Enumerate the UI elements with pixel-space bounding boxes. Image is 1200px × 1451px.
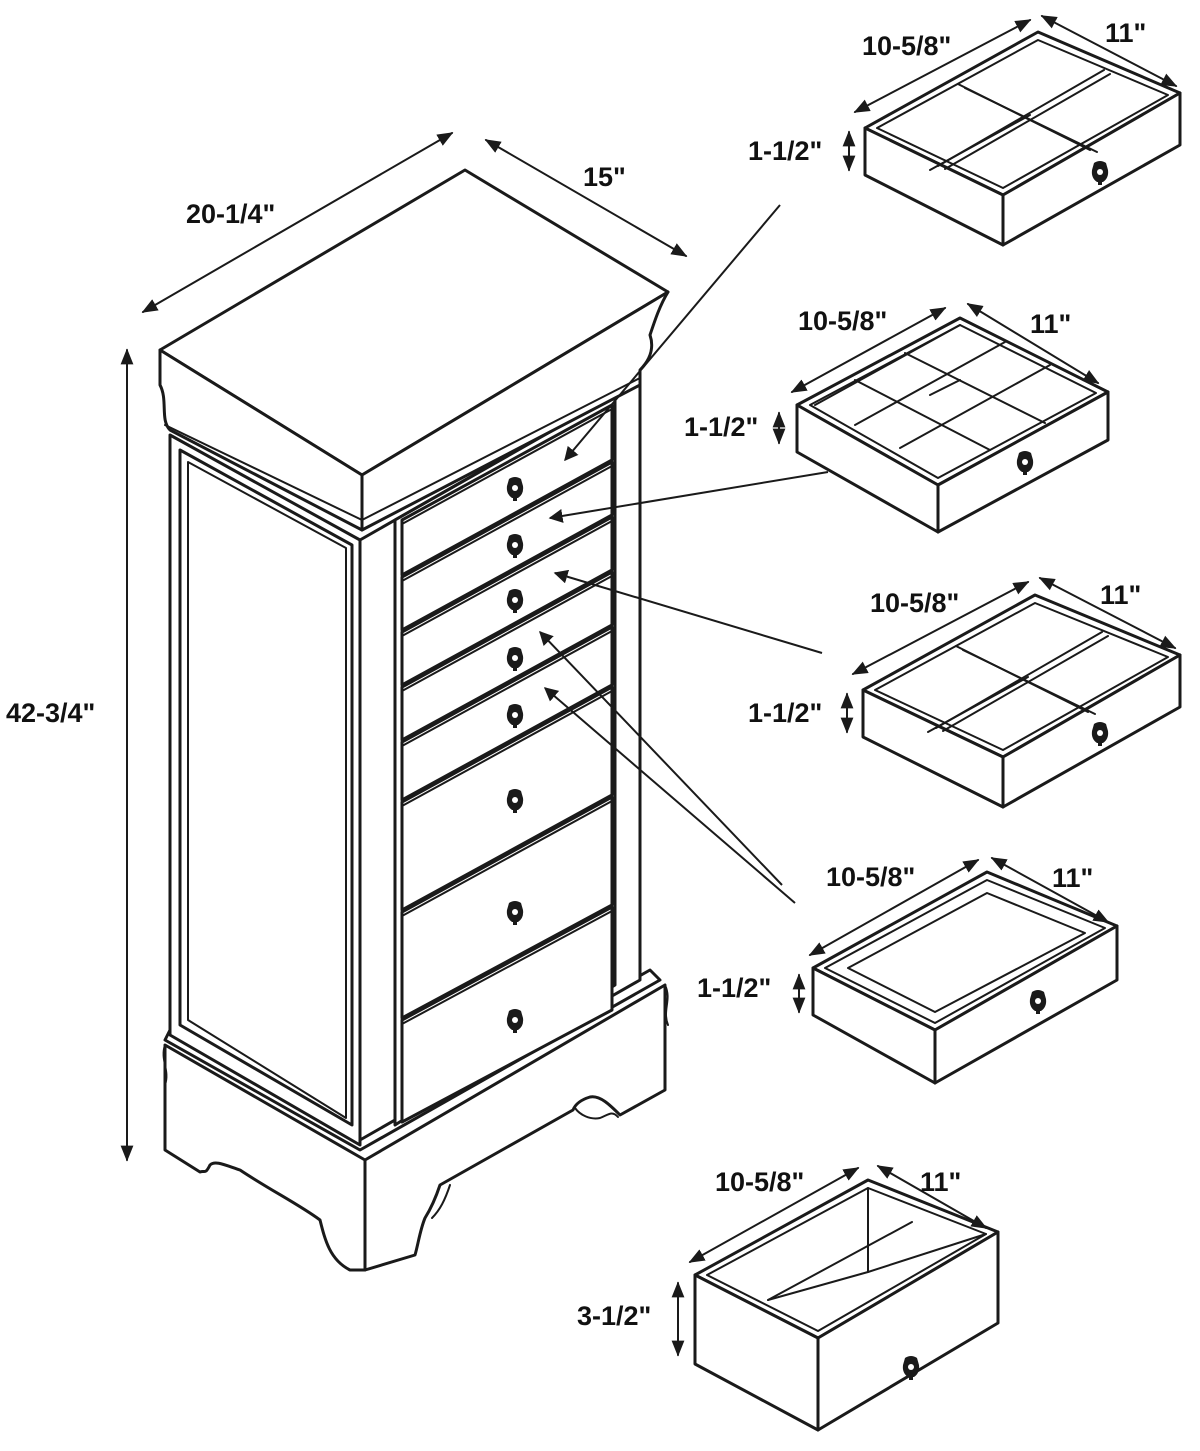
- cabinet-height-label: 42-3/4": [6, 698, 95, 728]
- drawer-4-height-label: 1-1/2": [697, 973, 771, 1003]
- cabinet: [158, 168, 670, 1272]
- width-arrow: [141, 132, 454, 313]
- drawer-2-depth-label: 11": [1030, 309, 1071, 339]
- drawer-1-diagram: 10-5/8" 11" 1-1/2": [748, 15, 1182, 247]
- cabinet-depth-label: 15": [583, 162, 626, 192]
- drawer-1-width-label: 10-5/8": [862, 31, 951, 61]
- drawer-4-width-label: 10-5/8": [826, 862, 915, 892]
- cabinet-side-panel: [168, 433, 362, 1147]
- pointer-lines: [539, 204, 829, 904]
- drawer-3-diagram: 10-5/8" 11" 1-1/2": [748, 577, 1182, 809]
- drawer-5-depth-label: 11": [920, 1167, 961, 1197]
- drawer-3-depth-label: 11": [1100, 580, 1141, 610]
- drawer-5-height-label: 3-1/2": [577, 1301, 651, 1331]
- cabinet-base-front: [363, 983, 667, 1272]
- drawer-5-width-label: 10-5/8": [715, 1167, 804, 1197]
- cabinet-dimensions: 20-1/4" 15" 42-3/4": [6, 132, 688, 1162]
- drawer-4-diagram: 10-5/8" 11" 1-1/2": [697, 857, 1119, 1085]
- drawer-3-width-label: 10-5/8": [870, 588, 959, 618]
- depth-arrow: [484, 139, 688, 257]
- drawer-4-depth-label: 11": [1052, 863, 1093, 893]
- drawer-3-height-label: 1-1/2": [748, 698, 822, 728]
- cabinet-width-label: 20-1/4": [186, 199, 275, 229]
- drawer-2-height-label: 1-1/2": [684, 412, 758, 442]
- drawer-5-diagram: 10-5/8" 11" 3-1/2": [577, 1165, 1000, 1432]
- drawer-1-depth-label: 11": [1105, 18, 1146, 48]
- cabinet-base-side: [163, 1043, 367, 1272]
- drawer-2-width-label: 10-5/8": [798, 306, 887, 336]
- drawer-2-diagram: 10-5/8" 11" 1-1/2": [684, 303, 1110, 534]
- drawer-1-height-label: 1-1/2": [748, 136, 822, 166]
